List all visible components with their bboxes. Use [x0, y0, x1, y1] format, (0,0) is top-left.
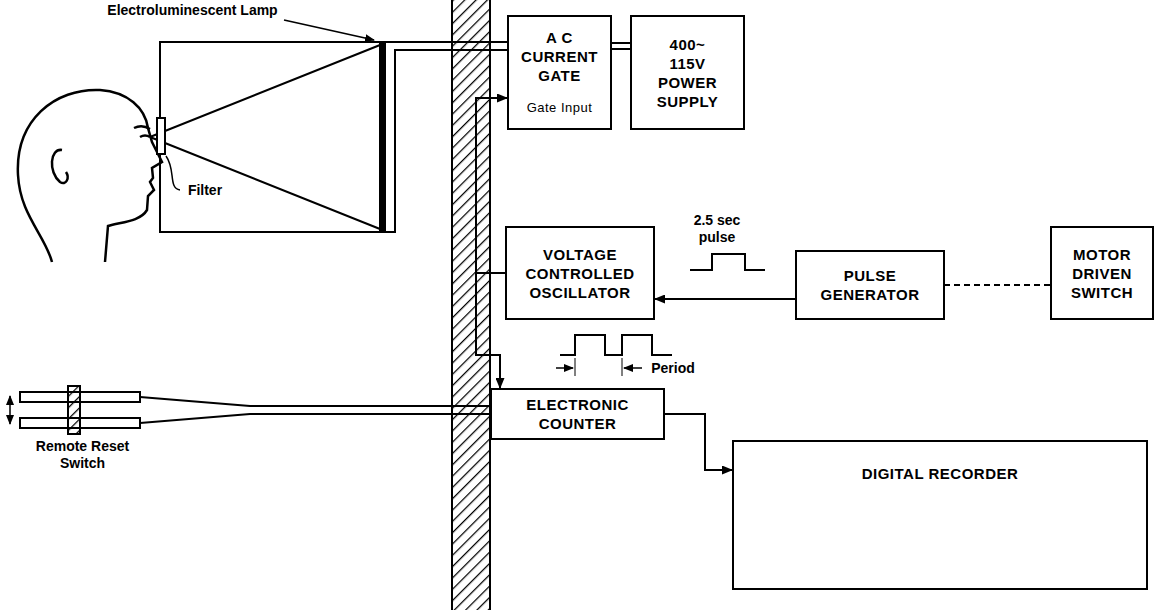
signal-line — [612, 43, 630, 49]
wall-hatching — [451, 0, 453, 610]
counter-box: ELECTRONIC COUNTER — [490, 388, 665, 440]
reset-switch — [68, 386, 80, 434]
annotation-label: 2.5 sec pulse — [680, 212, 754, 246]
reset-switch — [9, 396, 11, 424]
lamp-leader — [284, 20, 374, 40]
wall-hatching — [452, 0, 490, 610]
lamp-wires — [385, 50, 507, 232]
box-label: PULSE GENERATOR — [821, 266, 920, 304]
signal-line — [665, 414, 732, 470]
pulse-waveform — [690, 254, 765, 270]
viewing-box — [150, 137, 380, 229]
motor-switch-box: MOTOR DRIVEN SWITCH — [1050, 226, 1154, 320]
recorder-box: DIGITAL RECORDER — [732, 440, 1148, 590]
annotation-label: Electroluminescent Lamp — [105, 2, 280, 19]
head-profile — [18, 90, 162, 262]
gate-box: A C CURRENT GATE Gate Input — [507, 15, 612, 130]
wall-hatching — [489, 0, 491, 610]
period-waveform — [622, 358, 623, 376]
reset-switch — [140, 397, 490, 406]
viewing-box — [150, 42, 385, 232]
box-sublabel: Gate Input — [527, 98, 593, 117]
signal-line — [655, 298, 795, 300]
reset-switch — [10, 386, 490, 434]
period-waveform — [556, 367, 573, 369]
signal-line — [476, 98, 507, 273]
pulse-waveform — [690, 254, 765, 270]
box-label: VOLTAGE CONTROLLED OSCILLATOR — [525, 245, 634, 302]
box-label: MOTOR DRIVEN SWITCH — [1071, 245, 1133, 302]
period-waveform — [624, 367, 642, 369]
mechanical-link — [945, 284, 1050, 286]
electroluminescent-lamp — [379, 42, 385, 232]
reset-switch — [140, 414, 490, 423]
oscillator-box: VOLTAGE CONTROLLED OSCILLATOR — [505, 226, 655, 320]
signal-line — [476, 273, 505, 388]
pulse-generator-box: PULSE GENERATOR — [795, 250, 945, 320]
filter-symbol — [157, 118, 165, 154]
head-profile — [18, 90, 162, 262]
lamp-wires — [385, 41, 507, 43]
power-supply-box: 400~ 115V POWER SUPPLY — [630, 15, 745, 130]
annotation-label: Remote Reset Switch — [35, 438, 130, 472]
head-profile — [140, 136, 150, 138]
viewing-box — [160, 42, 385, 232]
filter-symbol — [157, 118, 180, 190]
period-waveform — [560, 335, 672, 355]
electroluminescent-lamp — [379, 42, 385, 232]
box-label: A C CURRENT GATE — [514, 28, 606, 85]
head-profile — [52, 150, 68, 183]
box-label: ELECTRONIC COUNTER — [526, 395, 629, 433]
lamp-leader — [284, 20, 374, 40]
filter-symbol — [166, 156, 180, 190]
annotation-label: Filter — [180, 182, 230, 199]
period-waveform — [575, 358, 576, 376]
annotation-label: Period — [645, 360, 701, 377]
viewing-box — [150, 45, 380, 137]
box-label: DIGITAL RECORDER — [862, 464, 1019, 483]
box-label: 400~ 115V POWER SUPPLY — [657, 35, 719, 111]
wall-hatching — [452, 0, 490, 610]
head-profile — [134, 126, 150, 129]
